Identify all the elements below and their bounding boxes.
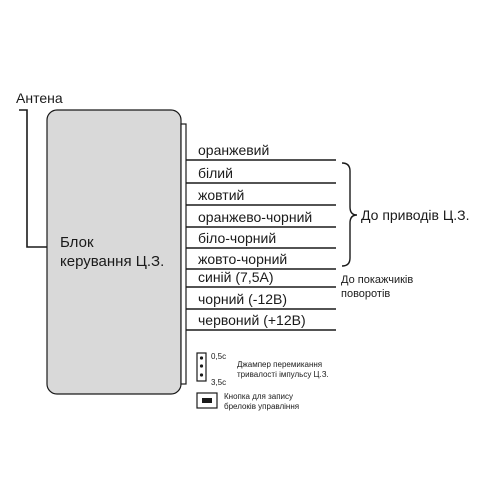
wire-label-yellow: жовтий [198, 187, 244, 203]
wire-label-orange-black: оранжево-чорний [198, 209, 312, 225]
antenna-label: Антена [16, 90, 63, 106]
jumper-description-line2: тривалості імпульсу Ц.З. [237, 370, 329, 379]
programming-button-icon [196, 392, 218, 409]
wire-label-black: чорний (-12В) [198, 291, 287, 307]
block-label-line2: керування Ц.З. [60, 253, 164, 270]
jumper-icon [196, 352, 207, 382]
wire-label-yellow-black: жовто-чорний [198, 251, 287, 267]
connector-strip [180, 123, 187, 385]
wire-label-white-black: біло-чорний [198, 230, 276, 246]
jumper-description-line1: Джампер перемикання [237, 360, 322, 369]
control-unit-block [46, 109, 182, 395]
jumper-bottom-label: 3,5с [211, 378, 226, 387]
button-description-line2: брелоків управління [224, 402, 299, 411]
button-description-line1: Кнопка для запису [224, 392, 293, 401]
actuators-group-label: До приводів Ц.З. [361, 207, 469, 223]
block-label-line1: Блок [60, 234, 94, 251]
wire-label-orange: оранжевий [198, 142, 269, 158]
antenna-wire [19, 109, 52, 248]
turn-signals-label-line1: До покажчиків [341, 274, 413, 286]
jumper-top-label: 0,5с [211, 352, 226, 361]
wire-label-red: червоний (+12В) [198, 312, 306, 328]
wire-label-blue: синій (7,5А) [198, 269, 274, 285]
wire-label-white: білий [198, 165, 233, 181]
turn-signals-label-line2: поворотів [341, 288, 390, 300]
actuators-brace [341, 162, 358, 267]
